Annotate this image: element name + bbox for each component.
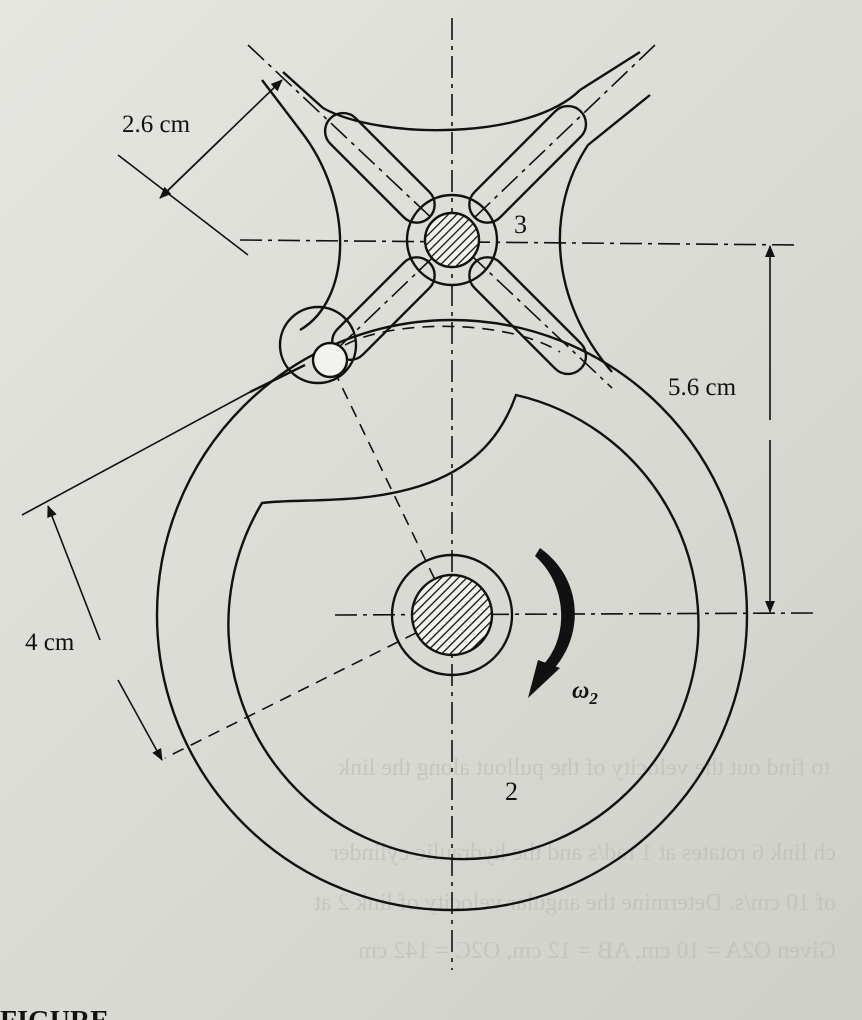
omega-arrow: ω2	[528, 548, 598, 708]
bleed-through-text: to find out the velocity of the pullout …	[314, 755, 836, 964]
bleed-line-3: of 10 cm/s. Determine the angular veloci…	[314, 890, 836, 916]
driver-horizontal-center-line	[334, 612, 816, 616]
slot-center-line-a	[247, 44, 613, 389]
link-2-label: 2	[505, 777, 518, 806]
link-3-label: 3	[514, 210, 527, 239]
dimension-arrow-down-4	[117, 679, 163, 761]
wheel-concave-right	[558, 144, 613, 373]
crank-line	[327, 357, 453, 616]
slot-lower-right	[468, 256, 588, 376]
center-lines	[164, 18, 816, 970]
dimension-2-6cm: 2.6 cm	[117, 79, 283, 256]
slot-upper-right	[468, 104, 588, 224]
center-distance-label: 5.6 cm	[668, 374, 737, 401]
wheel-hub-outer	[405, 193, 499, 287]
dimension-4cm: 4 cm	[21, 391, 251, 761]
crank-arm-upper	[249, 363, 306, 394]
crank-radius-label: 4 cm	[25, 629, 75, 656]
omega-arrowhead	[528, 660, 560, 698]
dimension-arrow-down	[159, 139, 221, 199]
figure-caption-fragment: FIGURE	[0, 1006, 109, 1020]
wheel-concave-top	[322, 89, 581, 132]
slot-center-line-b	[314, 44, 656, 371]
drive-pin	[278, 305, 358, 385]
pin-boss	[278, 305, 358, 385]
driver-outer-circle	[155, 318, 749, 912]
extension-line-a	[117, 154, 249, 256]
dimension-5-6cm: 5.6 cm	[668, 245, 775, 613]
locking-disc	[227, 393, 700, 861]
bleed-line-1: to find out the velocity of the pullout …	[338, 755, 830, 781]
driver-link-2	[155, 318, 749, 912]
dimension-arrow-up-4	[47, 505, 101, 641]
wheel-concave-left	[299, 129, 342, 332]
omega-label: ω2	[572, 678, 598, 708]
bleed-line-4: Given O2A = 10 cm, AB = 12 cm, O2C = 142…	[358, 938, 836, 964]
pin-roller	[311, 341, 349, 379]
driver-shaft	[410, 573, 494, 657]
slot-mouth-line-3	[579, 50, 641, 92]
slot-mouth-line-4	[587, 94, 651, 146]
crank-radius-line	[164, 614, 453, 759]
slot-mouth-line-1	[261, 79, 301, 131]
wheel-horizontal-center-line	[239, 239, 801, 246]
driver-hub-outer	[390, 553, 514, 677]
slot-mouth-line-2	[282, 71, 324, 109]
extension-line-b	[21, 391, 251, 516]
slot-offset-label: 2.6 cm	[122, 111, 191, 138]
wheel-shaft	[423, 211, 481, 269]
geneva-wheel-link-3	[261, 50, 651, 376]
omega-arc	[535, 548, 575, 675]
slot-upper-left	[323, 111, 436, 224]
locking-arc-dashed	[344, 325, 561, 353]
